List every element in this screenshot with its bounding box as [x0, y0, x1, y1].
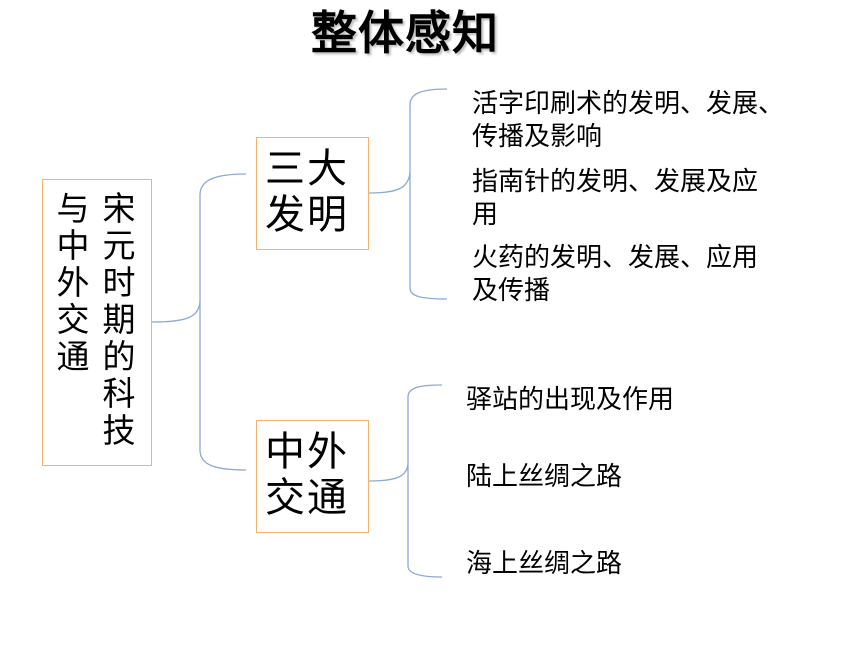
page-title: 整体感知 [311, 6, 499, 60]
branch-inventions-line2: 发明 [265, 192, 349, 238]
traffic-bracket [368, 384, 443, 578]
root-label-col2: 与中外交通 [56, 189, 90, 376]
leaf-printing-line2: 传播及影响 [472, 122, 603, 152]
root-label-col1: 宋元时期的科技 [102, 189, 136, 450]
inventions-bracket [368, 88, 448, 300]
leaf-gunpowder-line2: 及传播 [472, 276, 551, 306]
leaf-post-station: 驿站的出现及作用 [466, 385, 675, 415]
leaf-land-silk-road: 陆上丝绸之路 [466, 462, 623, 492]
branch-traffic-line2: 交通 [265, 475, 349, 521]
root-node: 宋元时期的科技 与中外交通 [42, 179, 152, 466]
leaf-compass-line2: 用 [472, 200, 499, 230]
branch-traffic: 中外 交通 [256, 420, 369, 533]
leaf-gunpowder-line1: 火药的发明、发展、应用 [472, 243, 759, 273]
root-bracket [151, 173, 247, 471]
leaf-printing: 活字印刷术的发明、发展、 传播及影响 [472, 88, 784, 154]
leaf-compass: 指南针的发明、发展及应 用 [472, 166, 758, 232]
leaf-compass-line1: 指南针的发明、发展及应 [472, 167, 759, 197]
leaf-gunpowder: 火药的发明、发展、应用 及传播 [472, 242, 758, 308]
leaf-printing-line1: 活字印刷术的发明、发展、 [472, 89, 785, 119]
branch-inventions: 三大 发明 [256, 137, 369, 250]
branch-inventions-line1: 三大 [265, 146, 349, 192]
leaf-sea-silk-road: 海上丝绸之路 [466, 549, 623, 579]
branch-traffic-line1: 中外 [265, 429, 349, 475]
